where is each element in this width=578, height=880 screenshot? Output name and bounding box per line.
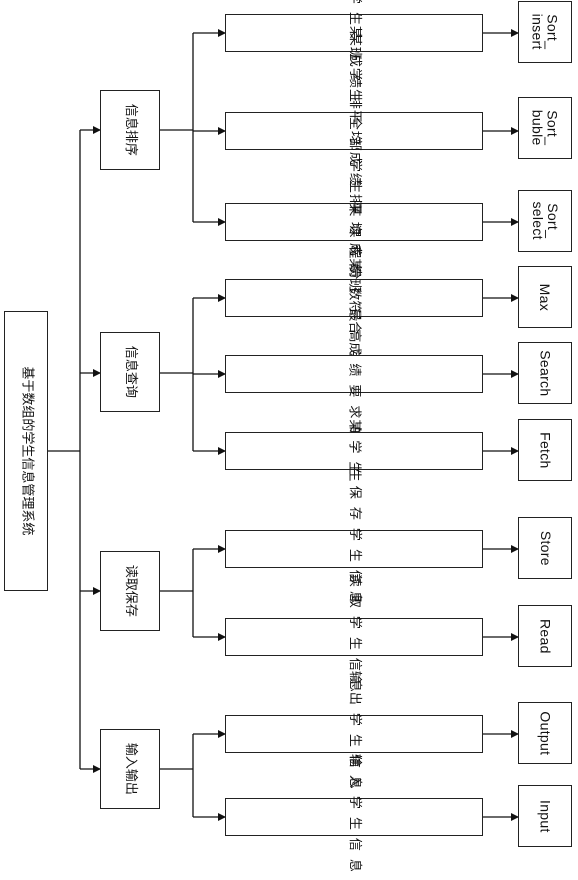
category-node: 信息排序: [100, 90, 160, 170]
module-node: Search: [518, 342, 572, 404]
function-node: 输入学生信息: [225, 754, 483, 880]
module-diagram: 基于数组的学生信息管理系统 信息排序 信息查询 读取保存 输入输出 某专业学生某…: [4, 0, 572, 880]
category-node: 读取保存: [100, 551, 160, 631]
root-node: 基于数组的学生信息管理系统: [4, 311, 48, 591]
function-node: 全部学生平均成绩排序: [225, 117, 483, 327]
category-label: 输入输出: [122, 742, 138, 795]
module-node: Max: [518, 266, 572, 328]
module-node: Output: [518, 702, 572, 764]
connector-lines: [48, 29, 519, 821]
function-label: 输入学生信息: [346, 753, 362, 880]
function-node: 读取学生信息: [225, 574, 483, 700]
root-label: 基于数组的学生信息管理系统: [18, 366, 34, 536]
module-node: Sort_ insert: [518, 1, 572, 63]
module-label: Output: [537, 711, 554, 755]
module-label: Read: [537, 618, 554, 654]
category-label: 读取保存: [122, 564, 138, 617]
module-label: Sort_ buble: [529, 110, 561, 146]
module-node: Sort_ select: [518, 190, 572, 252]
function-node: 某课程分数最高学生: [225, 203, 483, 393]
module-label: Input: [537, 799, 554, 833]
category-label: 信息排序: [122, 103, 138, 156]
module-node: Fetch: [518, 419, 572, 481]
module-node: Input: [518, 785, 572, 847]
module-label: Fetch: [537, 431, 554, 469]
module-label: Store: [537, 530, 554, 566]
module-label: Sort_ insert: [529, 13, 561, 51]
function-node: 某专业学生某成绩排序: [225, 0, 483, 138]
module-label: Max: [537, 283, 554, 311]
function-label: 某学生: [346, 419, 362, 483]
module-node: Sort_ buble: [518, 97, 572, 159]
module-node: Read: [518, 605, 572, 667]
function-node: 某班符合成绩要求的学生: [225, 258, 483, 490]
category-node: 输入输出: [100, 729, 160, 809]
category-node: 信息查询: [100, 332, 160, 412]
category-label: 信息查询: [122, 345, 138, 398]
module-label: Sort_ select: [530, 201, 561, 241]
function-node: 某学生: [225, 419, 483, 483]
function-node: 某班学生平均成绩排序: [225, 26, 483, 236]
function-node: 输出学生信息: [225, 671, 483, 797]
module-node: Store: [518, 517, 572, 579]
module-label: Search: [537, 349, 554, 397]
function-node: 保存学生信息: [225, 486, 483, 612]
